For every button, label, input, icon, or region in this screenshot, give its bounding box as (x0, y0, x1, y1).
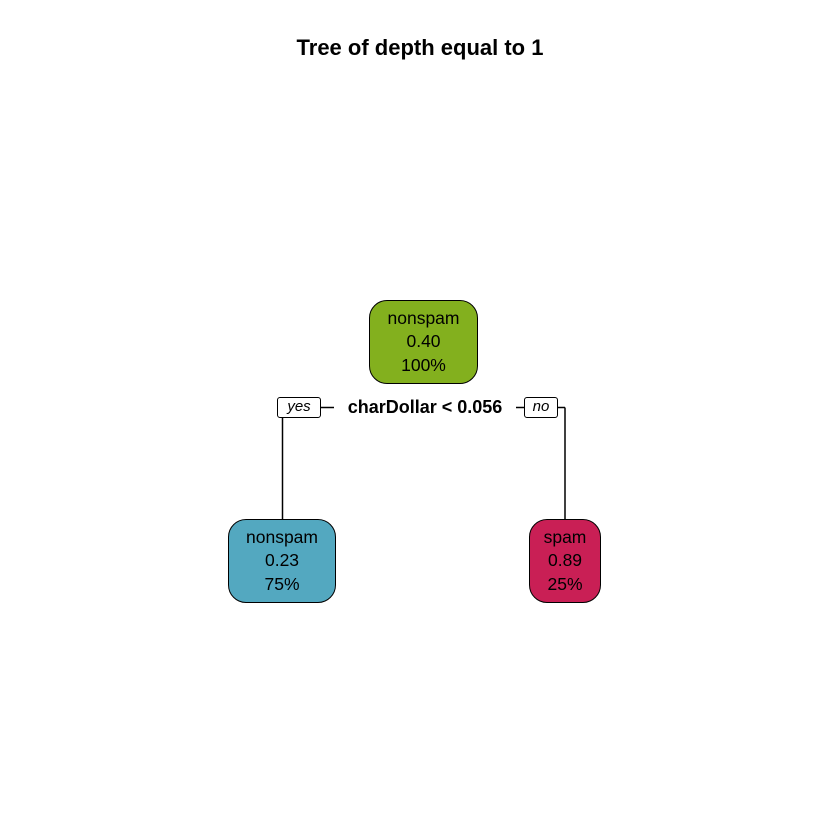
diagram-title: Tree of depth equal to 1 (296, 35, 544, 60)
split-condition-label: charDollar < 0.056 (334, 395, 516, 419)
right-leaf-probability: 0.89 (547, 550, 583, 571)
right-leaf-node: spam 0.89 25% (529, 519, 601, 603)
left-leaf-probability: 0.23 (264, 550, 300, 571)
root-node: nonspam 0.40 100% (369, 300, 478, 384)
yes-branch-tag: yes (277, 397, 321, 418)
right-leaf-percent: 25% (547, 573, 583, 594)
right-leaf-class: spam (543, 526, 587, 547)
no-branch-tag: no (524, 397, 558, 418)
left-leaf-class: nonspam (246, 526, 318, 547)
root-node-class: nonspam (387, 307, 460, 328)
root-node-percent: 100% (401, 354, 446, 375)
left-leaf-percent: 75% (264, 573, 300, 594)
left-leaf-node: nonspam 0.23 75% (228, 519, 336, 603)
root-node-probability: 0.40 (406, 331, 441, 352)
